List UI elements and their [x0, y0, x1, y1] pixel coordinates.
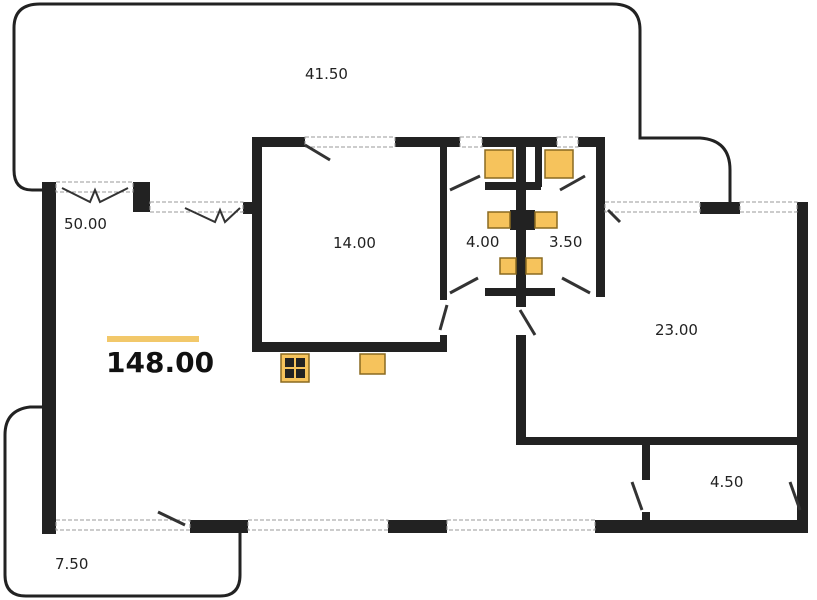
toilet-icon	[499, 257, 517, 275]
sink-icon	[534, 211, 558, 229]
area-bedroom: 14.00	[333, 234, 376, 252]
terrace-top-outline	[12, 2, 732, 205]
shower-icon	[484, 149, 514, 179]
sink-icon	[487, 211, 511, 229]
area-bath-2: 3.50	[549, 233, 582, 251]
area-living: 50.00	[64, 215, 107, 233]
area-terrace-top: 41.50	[305, 65, 348, 83]
area-storage: 4.50	[710, 473, 743, 491]
doors	[61, 143, 802, 527]
toilet-icon	[525, 257, 543, 275]
area-terrace-bottom: 7.50	[55, 555, 88, 573]
area-bath-1: 4.00	[466, 233, 499, 251]
shower-icon	[544, 149, 574, 179]
area-bedroom-2: 23.00	[655, 321, 698, 339]
terrace-bottom-outline	[3, 405, 242, 598]
kitchen-sink-icon	[359, 353, 386, 375]
total-area-accent-bar	[107, 336, 199, 342]
windows	[55, 136, 798, 531]
fixtures	[280, 149, 574, 383]
total-area: 148.00	[106, 346, 214, 379]
walls	[42, 137, 808, 534]
